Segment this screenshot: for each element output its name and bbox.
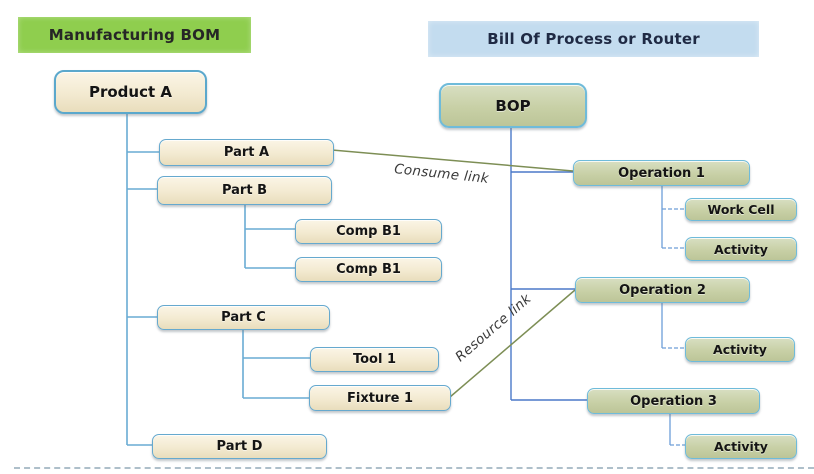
node-activity-3-label: Activity (714, 439, 768, 454)
node-operation-1: Operation 1 (573, 160, 750, 186)
node-operation-3-label: Operation 3 (630, 393, 717, 409)
node-bop-label: BOP (495, 96, 531, 115)
node-comp-b1-1: Comp B1 (295, 219, 442, 244)
node-part-a: Part A (159, 139, 334, 166)
node-activity-3: Activity (685, 434, 797, 459)
legend-manufacturing-bom-label: Manufacturing BOM (48, 26, 221, 44)
node-fixture-1-label: Fixture 1 (347, 390, 413, 406)
node-work-cell: Work Cell (685, 198, 797, 221)
node-part-c: Part C (157, 305, 330, 330)
legend-bill-of-process: Bill Of Process or Router (428, 21, 759, 57)
node-operation-1-label: Operation 1 (618, 165, 705, 181)
node-comp-b1-2: Comp B1 (295, 257, 442, 282)
node-operation-2-label: Operation 2 (619, 282, 706, 298)
node-comp-b1-1-label: Comp B1 (336, 224, 401, 239)
node-activity-1-label: Activity (714, 241, 768, 257)
node-tool-1: Tool 1 (310, 347, 439, 372)
node-part-a-label: Part A (223, 145, 270, 160)
node-work-cell-label: Work Cell (707, 202, 775, 217)
node-comp-b1-2-label: Comp B1 (336, 262, 401, 277)
node-bop: BOP (439, 83, 587, 128)
node-operation-3: Operation 3 (587, 388, 760, 414)
node-part-b: Part B (157, 176, 332, 205)
node-activity-2: Activity (685, 337, 795, 362)
node-activity-1: Activity (685, 237, 797, 261)
node-product-a-label: Product A (88, 83, 172, 101)
node-part-d-label: Part D (216, 439, 263, 454)
legend-manufacturing-bom: Manufacturing BOM (18, 17, 251, 53)
node-fixture-1: Fixture 1 (309, 385, 451, 411)
node-part-d: Part D (152, 434, 327, 459)
node-part-b-label: Part B (221, 183, 267, 198)
node-product-a: Product A (54, 70, 207, 114)
legend-bill-of-process-label: Bill Of Process or Router (487, 30, 700, 48)
page-edge-dashed-line (14, 467, 814, 469)
node-activity-2-label: Activity (713, 342, 767, 357)
node-tool-1-label: Tool 1 (352, 352, 397, 367)
node-operation-2: Operation 2 (575, 277, 750, 303)
node-part-c-label: Part C (221, 310, 266, 325)
